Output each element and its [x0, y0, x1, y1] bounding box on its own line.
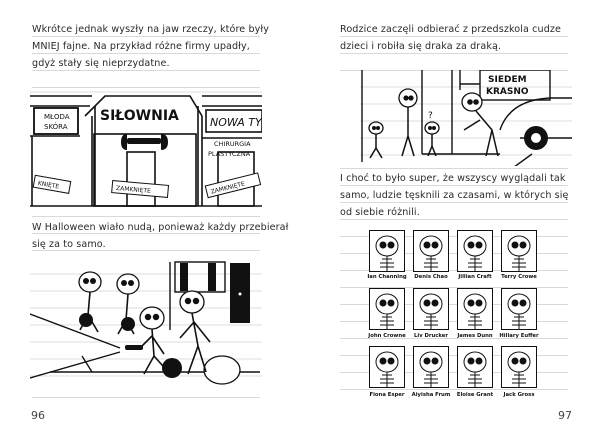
ruled-line [340, 219, 568, 220]
skull-icon [507, 235, 531, 271]
paragraph-line: się za to samo. [32, 239, 106, 250]
svg-text:SKÓRA: SKÓRA [44, 122, 68, 131]
ruled-line [32, 87, 260, 88]
portrait-frame [457, 346, 493, 388]
ruled-line [340, 389, 568, 390]
skull-icon [507, 351, 531, 387]
student-name: James Dunn [457, 333, 493, 339]
ruled-line [340, 270, 568, 271]
page-number: 96 [31, 409, 45, 422]
ruled-line [340, 185, 568, 186]
ruled-line [340, 202, 568, 203]
ruled-line [32, 216, 260, 217]
portrait-frame [369, 230, 405, 272]
student-name: Liv Drucker [414, 333, 448, 339]
svg-text:SIEDEM: SIEDEM [488, 75, 527, 85]
yearbook-grid: Ian Channing Denis Chao Jillian Craft Te… [300, 0, 600, 433]
ruled-line [340, 36, 568, 37]
paragraph-line: W Halloween wiało nudą, ponieważ każdy p… [32, 222, 289, 233]
student-name: John Crowne [368, 333, 406, 339]
paragraph-line: I choć to było super, że wszyscy wygląda… [340, 173, 566, 184]
skull-icon [463, 351, 487, 387]
paragraph-line: gdyż stały się nieprzydatne. [32, 58, 170, 69]
student-name: Fiona Esper [369, 392, 405, 398]
ruled-line [32, 397, 260, 398]
paragraph-line: Wkrótce jednak wyszły na jaw rzeczy, któ… [32, 24, 270, 35]
paragraph-line: Rodzice zaczęli odbierać z przedszkola c… [340, 24, 562, 35]
ruled-line [340, 236, 568, 237]
skull-icon [375, 351, 399, 387]
portrait-frame [501, 230, 537, 272]
portrait-frame [413, 288, 449, 330]
skull-icon [375, 293, 399, 329]
ruled-line [340, 321, 568, 322]
portrait-frame [457, 230, 493, 272]
ruled-line [32, 70, 260, 71]
student-name: Jillian Craft [458, 274, 492, 280]
portrait-frame [413, 230, 449, 272]
student-name: Ian Channing [367, 274, 407, 280]
ruled-line [340, 168, 568, 169]
student-name: Denis Chao [414, 274, 448, 280]
paragraph-line: od siebie różnili. [340, 207, 420, 218]
portrait-frame [413, 346, 449, 388]
paragraph-line: dzieci i robiła się draka za draką. [340, 41, 502, 52]
skull-icon [419, 235, 443, 271]
student-name: Jack Gross [503, 392, 535, 398]
skull-icon [419, 293, 443, 329]
svg-text:PLASTYCZNA: PLASTYCZNA [208, 150, 251, 158]
ruled-line [32, 53, 260, 54]
paragraph-line: samo, ludzie tęsknili za czasami, w któr… [340, 190, 569, 201]
ruled-line [32, 233, 260, 234]
student-name: Terry Crowe [501, 274, 537, 280]
svg-text:KRASNO: KRASNO [486, 87, 529, 97]
svg-text:MŁODA: MŁODA [44, 113, 70, 121]
skull-icon [419, 351, 443, 387]
shops-illustration: SIŁOWNIA MŁODA SKÓRA NOWA TY CHIRURGIA P… [30, 91, 262, 207]
right-page: Rodzice zaczęli odbierać z przedszkola c… [300, 0, 600, 433]
sign-silownia: SIŁOWNIA [100, 108, 179, 124]
left-page: Wkrótce jednak wyszły na jaw rzeczy, któ… [30, 24, 289, 422]
svg-text:CHIRURGIA: CHIRURGIA [214, 140, 251, 148]
question-mark: ? [428, 111, 433, 121]
ruled-line [340, 355, 568, 356]
page-number: 97 [558, 409, 572, 422]
paragraph-line: MNIEJ fajne. Na przykład różne firmy upa… [32, 41, 250, 52]
portrait-frame [457, 288, 493, 330]
ruled-line [32, 250, 260, 251]
portrait-frame [501, 346, 537, 388]
halloween-illustration [30, 261, 262, 385]
portrait-frame [369, 288, 405, 330]
svg-text:KNIĘTE: KNIĘTE [37, 180, 60, 191]
skull-icon [375, 235, 399, 271]
ruled-line [340, 338, 568, 339]
ruled-line [32, 36, 260, 37]
student-name: Eloise Grant [456, 392, 494, 398]
svg-text:ZAMKNIĘTE: ZAMKNIĘTE [116, 185, 152, 195]
ruled-line [340, 70, 568, 71]
ruled-line [340, 253, 568, 254]
svg-text:NOWA TY: NOWA TY [210, 116, 262, 129]
student-name: Hillary Euffer [499, 333, 539, 339]
portrait-frame [501, 288, 537, 330]
skull-icon [463, 293, 487, 329]
skull-icon [463, 235, 487, 271]
ruled-line [340, 372, 568, 373]
preschool-illustration: SIEDEM KRASNO ? [360, 70, 572, 166]
ruled-line [340, 287, 568, 288]
ruled-line [340, 53, 568, 54]
ruled-line [340, 304, 568, 305]
skull-icon [507, 293, 531, 329]
student-name: Aiyisha Frum [411, 392, 451, 398]
portrait-frame [369, 346, 405, 388]
